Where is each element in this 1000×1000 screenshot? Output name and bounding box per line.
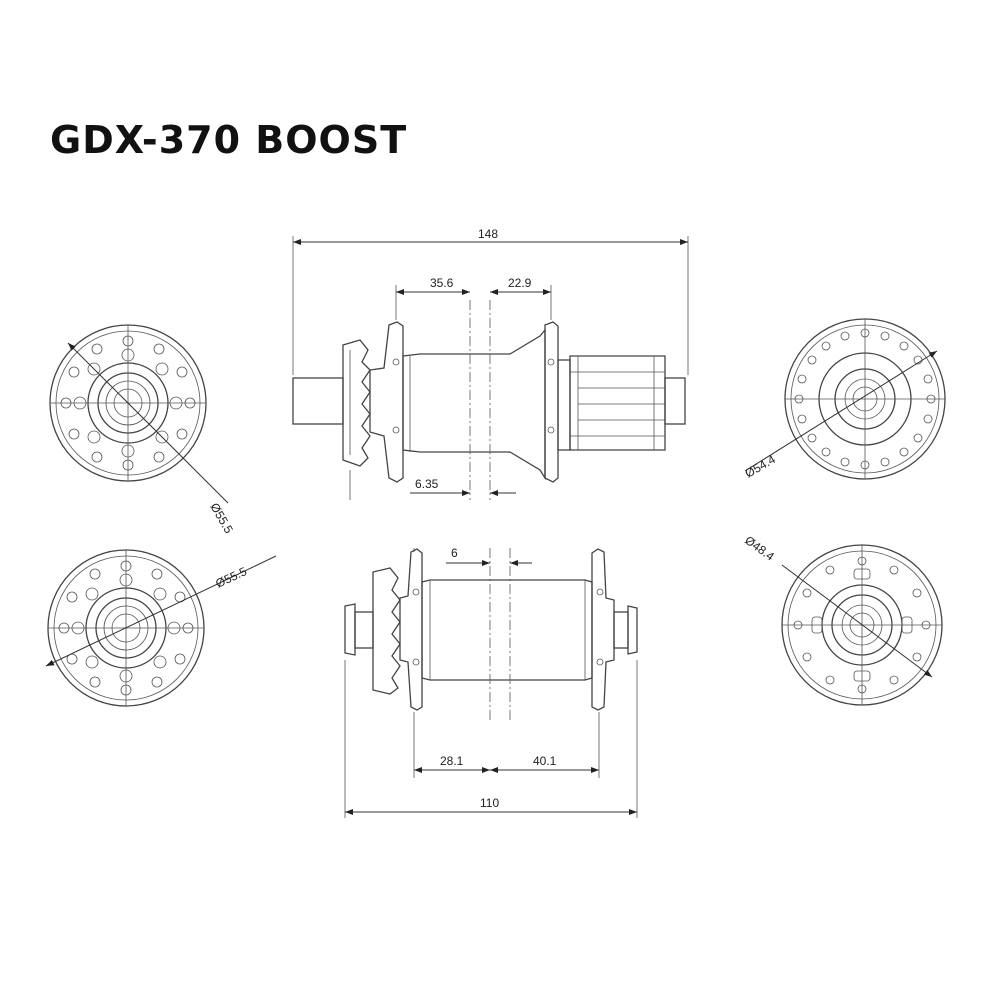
front-non-disc-side-pcd-label: Ø48.4 — [742, 533, 777, 564]
front-disc-side-end-view — [45, 549, 277, 707]
rear-disc-side-pcd-label: Ø55.5 — [207, 501, 236, 537]
rear-drive-side-end-view — [744, 318, 946, 480]
front-non-disc-side-end-view — [781, 544, 943, 706]
rear-disc-side-end-view — [49, 324, 229, 504]
front-overall-width-label: 110 — [480, 796, 499, 810]
front-dimensions: 6 28.1 40.1 110 — [345, 546, 637, 815]
rear-dimensions: 148 35.6 22.9 6.35 — [293, 227, 688, 496]
front-hub-side-view — [344, 548, 638, 818]
rear-left-flange-label: 35.6 — [430, 276, 454, 290]
rear-hub-side-view — [292, 236, 689, 500]
rear-drive-side-pcd-label: Ø54.4 — [743, 452, 779, 481]
front-rotor-offset-label: 6 — [451, 546, 458, 560]
front-disc-side-pcd-label: Ø55.5 — [213, 564, 249, 591]
front-left-flange-label: 28.1 — [440, 754, 464, 768]
front-right-flange-label: 40.1 — [533, 754, 557, 768]
page-title: GDX-370 BOOST — [50, 118, 408, 162]
rear-right-flange-label: 22.9 — [508, 276, 532, 290]
rear-overall-width-label: 148 — [478, 227, 498, 241]
rear-rotor-offset-label: 6.35 — [415, 477, 439, 491]
